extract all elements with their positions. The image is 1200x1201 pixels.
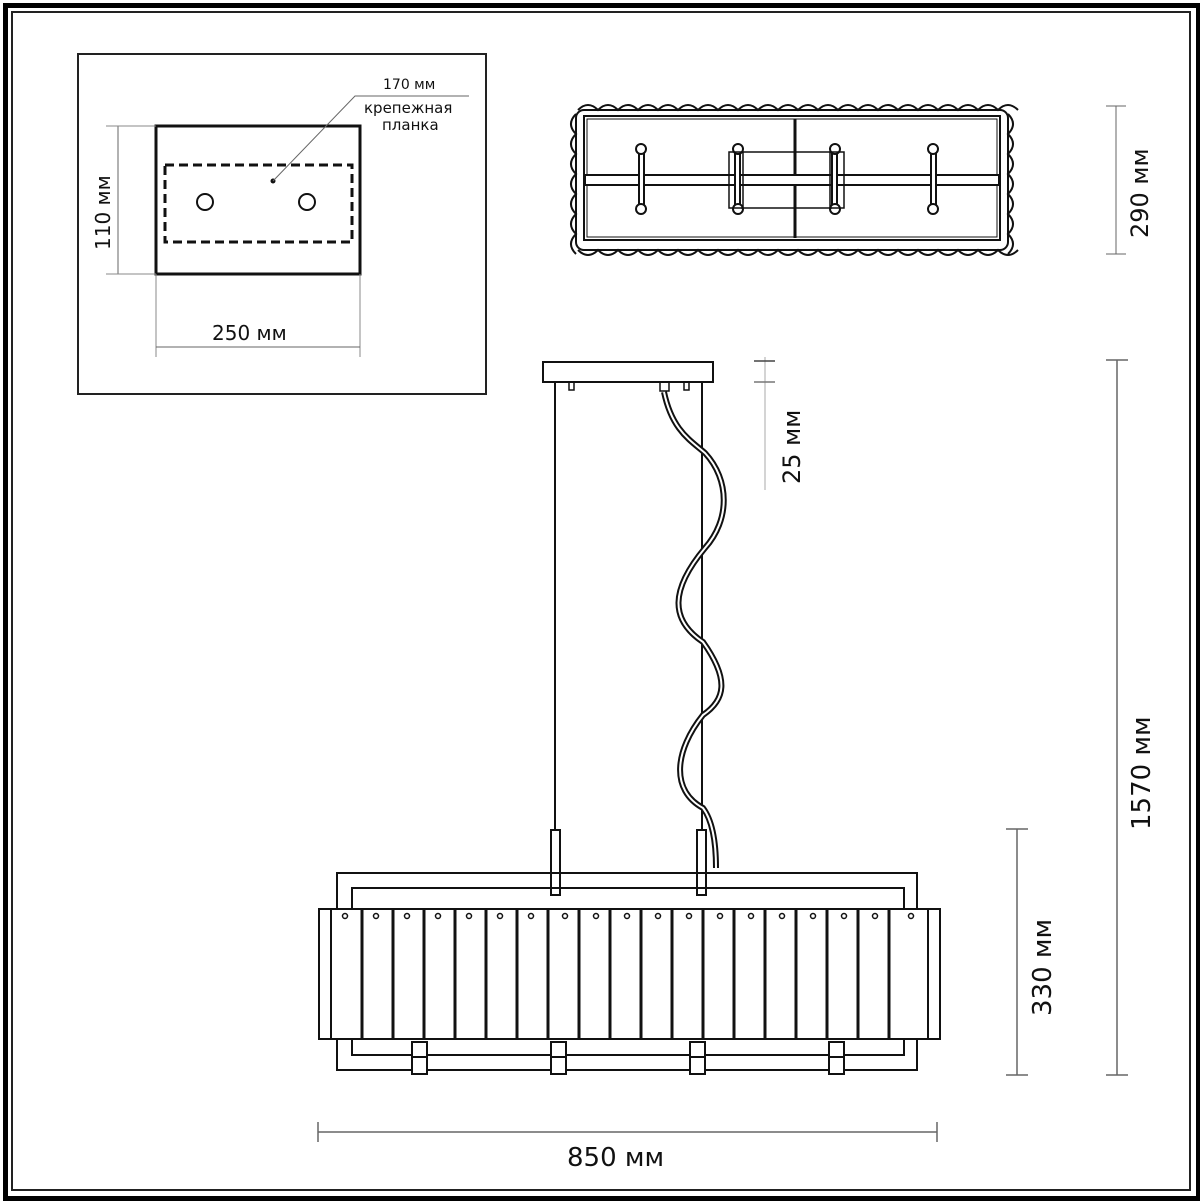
bracket-caption-line2: планка: [382, 116, 439, 134]
upper-frame-inner: [351, 887, 905, 908]
wire-sleeve-left: [550, 829, 561, 896]
mount-plate-panel-frame: [77, 53, 487, 395]
total-height-label: 1570 мм: [1127, 716, 1157, 830]
outer-border: [3, 3, 1200, 1201]
leader-line: [272, 95, 469, 182]
bracket-size-label: 170 мм: [383, 77, 435, 93]
shade-height-label: 330 мм: [1028, 919, 1058, 1016]
power-cable: [661, 391, 727, 869]
canopy-height-label: 25 мм: [778, 410, 806, 484]
mounting-bracket-outline: [163, 163, 354, 244]
wire-sleeve-right: [696, 829, 707, 896]
ceiling-canopy: [542, 361, 714, 383]
screw-hole-right-icon: [298, 193, 316, 211]
width-label: 850 мм: [567, 1143, 664, 1173]
lower-frame-inner: [351, 1039, 905, 1056]
top-center-bar: [584, 174, 1000, 186]
bracket-caption-line1: крепежная: [364, 99, 452, 117]
screw-hole-left-icon: [196, 193, 214, 211]
inner-border: [11, 11, 1191, 1191]
scalloped-crystal-edge: [575, 109, 1009, 251]
mount-height-label: 110 мм: [91, 175, 115, 250]
upper-frame-outer: [336, 872, 918, 908]
mount-width-label: 250 мм: [212, 321, 287, 345]
lower-frame-outer: [336, 1039, 918, 1071]
crystal-panels: [330, 908, 929, 1040]
front-view: [317, 357, 1128, 1142]
top-view: [570, 104, 1126, 256]
mount-plate-outline: [154, 124, 362, 276]
top-depth-label: 290 мм: [1126, 148, 1154, 238]
mount-plate-view: [77, 53, 487, 395]
